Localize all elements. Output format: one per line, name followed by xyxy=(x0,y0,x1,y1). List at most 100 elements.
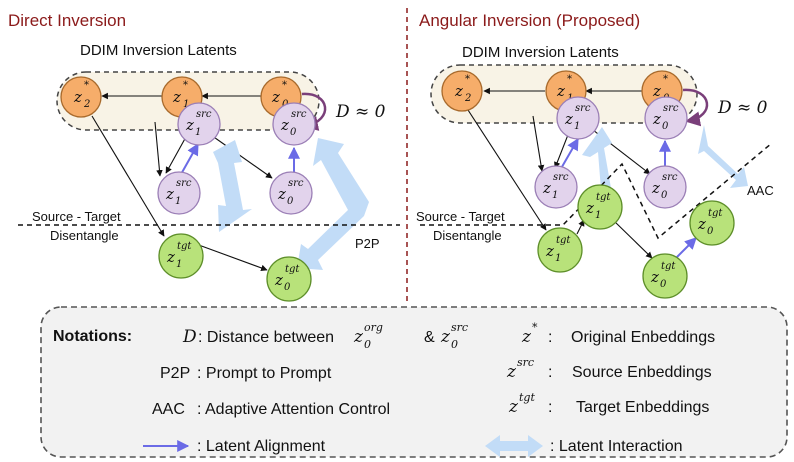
svg-text:z: z xyxy=(650,268,659,286)
svg-text:z: z xyxy=(172,88,181,106)
svg-text:tgt: tgt xyxy=(519,391,535,404)
svg-text:tgt: tgt xyxy=(596,192,611,203)
svg-text:src: src xyxy=(291,109,307,120)
left-node-z1-tgt: z tgt 1 xyxy=(158,233,204,279)
svg-text:*: * xyxy=(465,74,470,85)
svg-text:z: z xyxy=(73,88,82,106)
notation-ztgt-text: Target Enbeddings xyxy=(576,399,709,416)
svg-text:1: 1 xyxy=(595,210,601,221)
svg-text:z: z xyxy=(506,362,517,382)
svg-text:*: * xyxy=(532,321,538,334)
svg-text:z: z xyxy=(564,110,573,128)
svg-text:z: z xyxy=(585,199,594,217)
svg-text:z: z xyxy=(542,179,551,197)
right-node-z0-tgt-lower: z tgt 0 xyxy=(642,253,688,299)
left-latents-label: DDIM Inversion Latents xyxy=(80,42,237,59)
svg-text:src: src xyxy=(663,103,679,114)
right-panel: Angular Inversion (Proposed) DDIM Invers… xyxy=(416,11,774,299)
svg-text:*: * xyxy=(567,74,572,85)
right-distance-label: D ≈ 0 xyxy=(717,98,768,118)
notation-align-text: : Latent Alignment xyxy=(197,438,326,455)
svg-text:z: z xyxy=(271,88,280,106)
right-distance-curl xyxy=(682,88,709,127)
svg-text:1: 1 xyxy=(574,121,580,132)
svg-text:0: 0 xyxy=(364,338,371,351)
right-node-z0-src-lower: z src 0 xyxy=(643,165,687,209)
svg-text:z: z xyxy=(508,397,519,417)
svg-text:src: src xyxy=(176,178,192,189)
interaction-legend-arrow xyxy=(485,435,543,457)
svg-text:0: 0 xyxy=(662,121,669,132)
notation-ztgt-colon: : xyxy=(548,399,552,416)
notation-p2p-text: : Prompt to Prompt xyxy=(197,365,332,382)
svg-text:*: * xyxy=(282,80,287,91)
svg-text:z: z xyxy=(652,82,661,100)
svg-text:1: 1 xyxy=(175,196,181,207)
svg-text:z: z xyxy=(353,327,364,347)
right-panel-title: Angular Inversion (Proposed) xyxy=(419,11,640,30)
notation-d-text: : Distance between xyxy=(198,329,334,346)
svg-text:src: src xyxy=(196,109,212,120)
left-node-z0-src-lower: z src 0 xyxy=(269,171,313,215)
notation-aac-text: : Adaptive Attention Control xyxy=(197,401,390,418)
svg-text:z: z xyxy=(280,116,289,134)
svg-text:0: 0 xyxy=(451,338,458,351)
svg-text:tgt: tgt xyxy=(556,235,571,246)
svg-text:z: z xyxy=(277,185,286,203)
notation-zstar-text: Original Enbeddings xyxy=(571,329,715,346)
svg-text:1: 1 xyxy=(183,99,189,110)
left-distance-label: D ≈ 0 xyxy=(335,102,386,122)
left-p2p-label: P2P xyxy=(355,236,380,251)
left-interaction-arrows xyxy=(213,138,369,270)
svg-text:z: z xyxy=(545,242,554,260)
left-disentangle-label-2: Disentangle xyxy=(50,228,119,243)
svg-text:2: 2 xyxy=(83,99,90,110)
right-node-z1-tgt-right: z tgt 1 xyxy=(577,184,623,230)
svg-text:1: 1 xyxy=(176,259,182,270)
svg-text:z: z xyxy=(185,116,194,134)
svg-text:z: z xyxy=(166,248,175,266)
left-panel-title: Direct Inversion xyxy=(8,11,126,30)
notation-zsrc-colon: : xyxy=(548,364,552,381)
svg-text:src: src xyxy=(288,178,304,189)
notation-z0-src: z src 0 xyxy=(440,321,468,351)
left-node-z1-src-upper: z src 1 xyxy=(177,102,221,146)
svg-text:z: z xyxy=(165,185,174,203)
notation-d-symbol: D xyxy=(182,327,197,347)
right-node-z1-tgt-left: z tgt 1 xyxy=(537,227,583,273)
notations-box: Notations: D : Distance between z org 0 … xyxy=(40,306,788,458)
left-node-z0-tgt: z tgt 0 xyxy=(266,256,312,302)
right-node-z1-src-upper: z src 1 xyxy=(556,96,600,140)
svg-text:0: 0 xyxy=(287,196,294,207)
svg-text:z: z xyxy=(556,82,565,100)
svg-text:0: 0 xyxy=(284,282,291,293)
right-node-z1-src-lower: z src 1 xyxy=(534,165,578,209)
right-disentangle-label-1: Source - Target xyxy=(416,209,505,224)
svg-text:*: * xyxy=(663,74,668,85)
svg-text:src: src xyxy=(575,103,591,114)
left-node-z0-src-upper: z src 0 xyxy=(272,102,316,146)
svg-text:tgt: tgt xyxy=(285,264,300,275)
svg-text:src: src xyxy=(553,172,569,183)
svg-text:0: 0 xyxy=(290,127,297,138)
right-disentangle-label-2: Disentangle xyxy=(433,228,502,243)
svg-text:*: * xyxy=(183,80,188,91)
svg-text:src: src xyxy=(451,321,468,334)
notation-aac-key: AAC xyxy=(152,401,185,418)
svg-text:src: src xyxy=(517,356,534,369)
svg-text:org: org xyxy=(364,321,383,334)
svg-text:src: src xyxy=(662,172,678,183)
svg-text:0: 0 xyxy=(661,190,668,201)
svg-text:0: 0 xyxy=(660,279,667,290)
left-alignment-arrows xyxy=(179,142,300,177)
right-node-z0-src-upper: z src 0 xyxy=(644,96,688,140)
right-disentangle-line xyxy=(420,142,773,240)
notation-z0-org: z org 0 xyxy=(353,321,383,351)
svg-text:1: 1 xyxy=(555,253,561,264)
svg-text:tgt: tgt xyxy=(177,241,192,252)
notation-interact-text: : Latent Interaction xyxy=(550,438,683,455)
svg-text:tgt: tgt xyxy=(708,208,723,219)
svg-text:z: z xyxy=(440,327,451,347)
svg-text:*: * xyxy=(84,80,89,91)
